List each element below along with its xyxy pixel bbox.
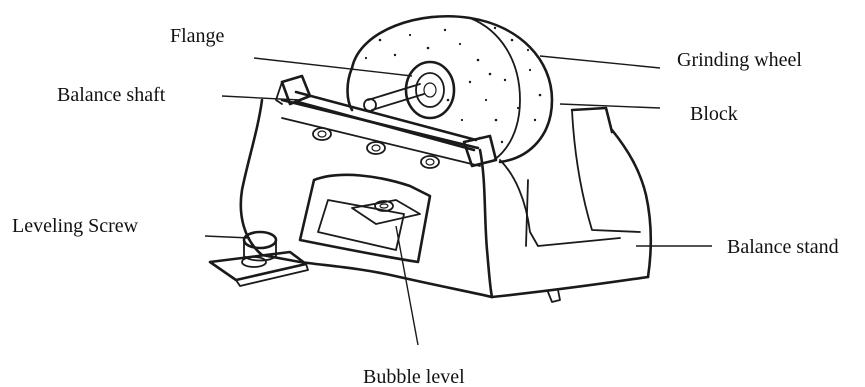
bubble-level [352,200,420,224]
leader-grinding-wheel [540,56,660,68]
label-flange: Flange [170,25,225,47]
leader-bubble-level [396,226,418,345]
label-balance-stand: Balance stand [727,236,839,258]
label-block: Block [690,103,738,125]
leader-flange [254,58,412,76]
shaft-end-cap [364,99,376,111]
center-opening [300,175,430,262]
label-bubble-level: Bubble level [363,366,465,387]
label-balance-shaft: Balance shaft [57,84,166,106]
label-grinding-wheel: Grinding wheel [677,49,802,71]
flange [406,62,454,118]
label-leveling-screw: Leveling Screw [12,215,139,237]
leader-block [560,104,660,108]
leveling-screw [210,232,308,286]
